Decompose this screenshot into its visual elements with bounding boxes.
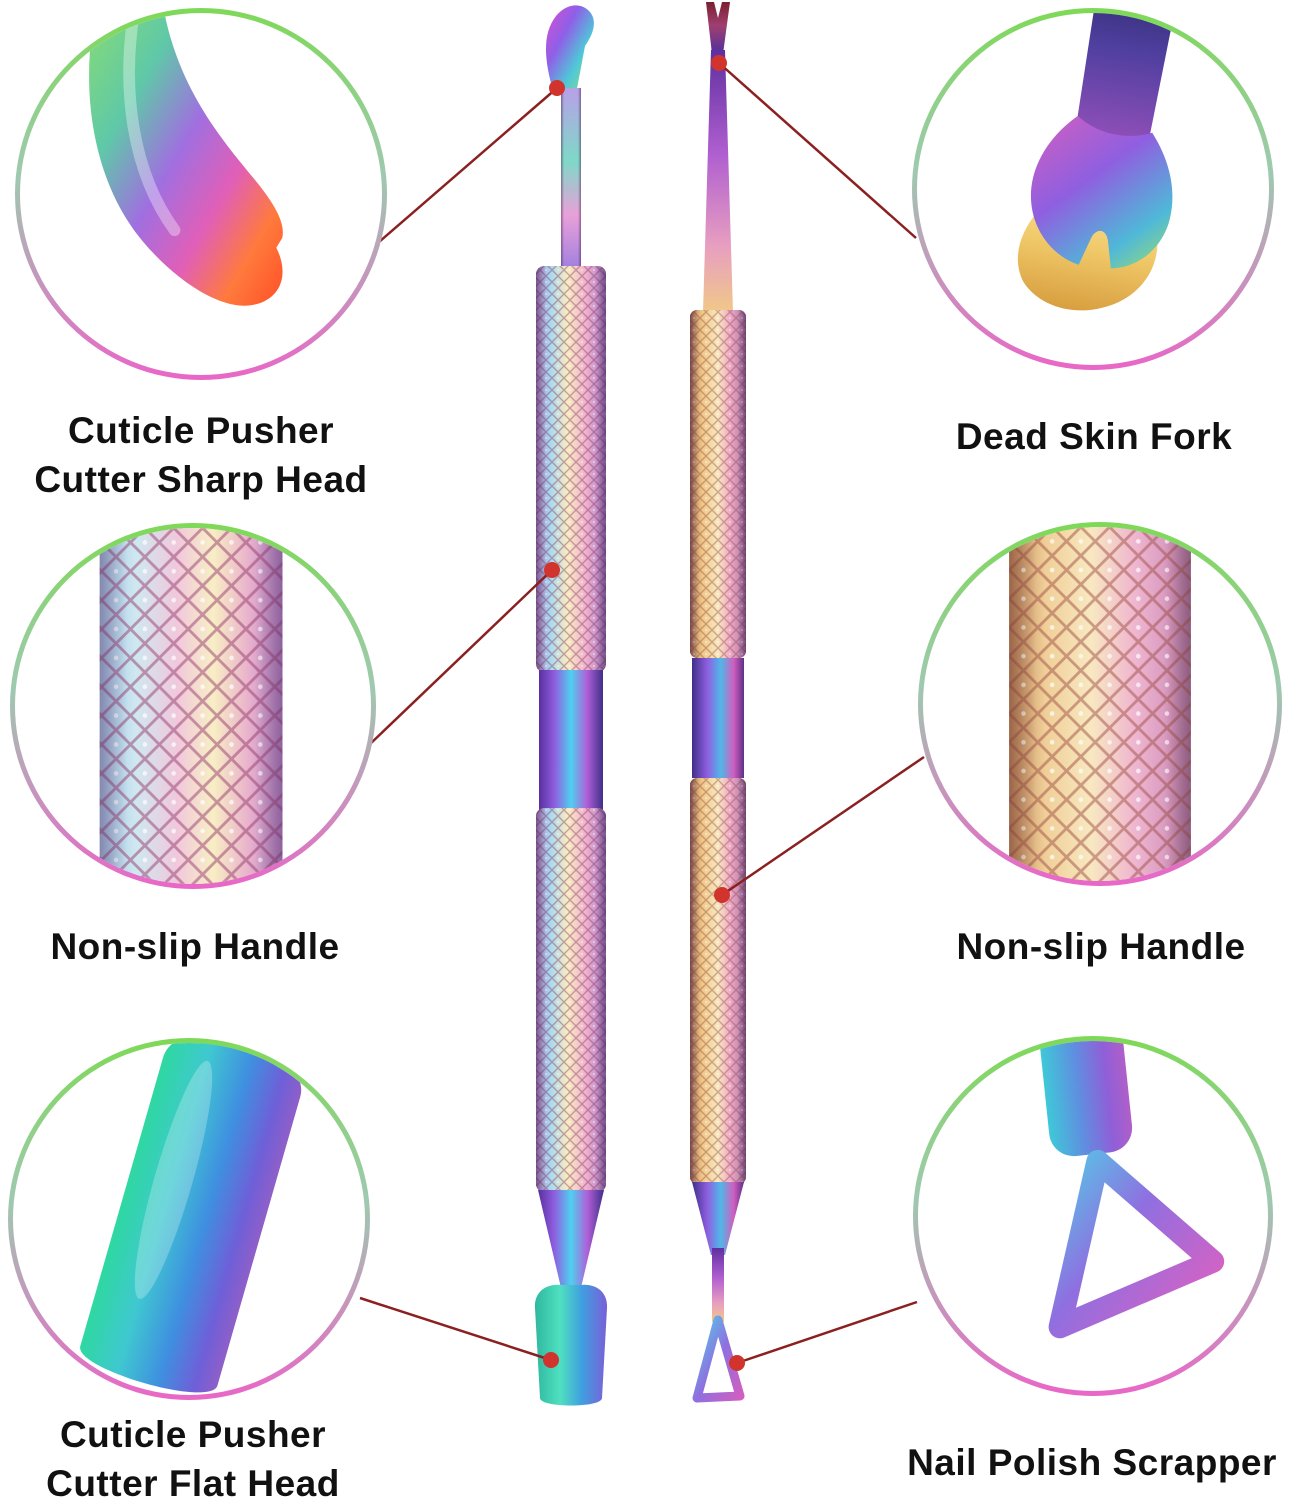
knurled-section-lower (690, 778, 746, 1184)
lower-taper (538, 1190, 604, 1292)
dead-skin-fork-zoom-icon (1017, 13, 1184, 311)
knurled-section-upper (690, 310, 746, 658)
callout-circle-nail-polish-scraper (913, 1036, 1273, 1396)
label-line: Nail Polish Scrapper (907, 1442, 1277, 1483)
label-line: Cuticle Pusher (59, 1414, 327, 1455)
lower-taper (692, 1182, 744, 1255)
label-line: Cuticle Pusher (67, 410, 335, 451)
connector-lines (359, 62, 925, 1365)
label-line: Cutter Sharp Head (34, 459, 368, 500)
fork-tip-icon (706, 2, 730, 54)
callout-circle-dead-skin-fork (912, 8, 1274, 370)
label-sharp-head: Cuticle Pusher Cutter Sharp Head (0, 406, 402, 504)
dead-skin-fork-tool-graphic (690, 2, 746, 1403)
nail-polish-scraper-zoom-icon (1033, 1041, 1225, 1339)
label-line: Non-slip Handle (956, 926, 1246, 967)
label-nail-polish-scraper: Nail Polish Scrapper (888, 1438, 1296, 1487)
scraper-stem (712, 1248, 724, 1322)
label-nonslip-left: Non-slip Handle (0, 922, 390, 971)
callout-circle-nonslip-left (10, 523, 376, 889)
cuticle-pusher-tool-graphic (534, 5, 608, 1406)
sharp-head-icon (546, 5, 594, 94)
smooth-band (539, 670, 603, 810)
nail-polish-scraper-icon (692, 1315, 745, 1403)
label-line: Cutter Flat Head (46, 1463, 340, 1500)
label-dead-skin-fork: Dead Skin Fork (898, 412, 1290, 461)
callout-circle-sharp-head (15, 8, 387, 380)
smooth-band (692, 658, 744, 778)
sharp-head-zoom-icon (89, 13, 283, 306)
knurled-handle-zoom-icon (1009, 527, 1191, 881)
label-line: Dead Skin Fork (955, 416, 1233, 457)
label-line: Non-slip Handle (50, 926, 340, 967)
label-flat-head: Cuticle Pusher Cutter Flat Head (0, 1410, 386, 1500)
callout-circle-flat-head (8, 1038, 370, 1400)
upper-cone (703, 50, 733, 312)
cuticle-pusher-tool (516, 0, 626, 1420)
label-nonslip-right: Non-slip Handle (905, 922, 1296, 971)
flat-head-icon (534, 1284, 608, 1406)
knurled-handle-zoom-icon (99, 528, 283, 884)
knurled-section-lower (536, 808, 606, 1192)
knurled-section-upper (536, 266, 606, 672)
callout-circle-nonslip-right (918, 522, 1282, 886)
flat-head-zoom-icon (80, 1043, 309, 1393)
dead-skin-fork-tool (664, 0, 774, 1420)
